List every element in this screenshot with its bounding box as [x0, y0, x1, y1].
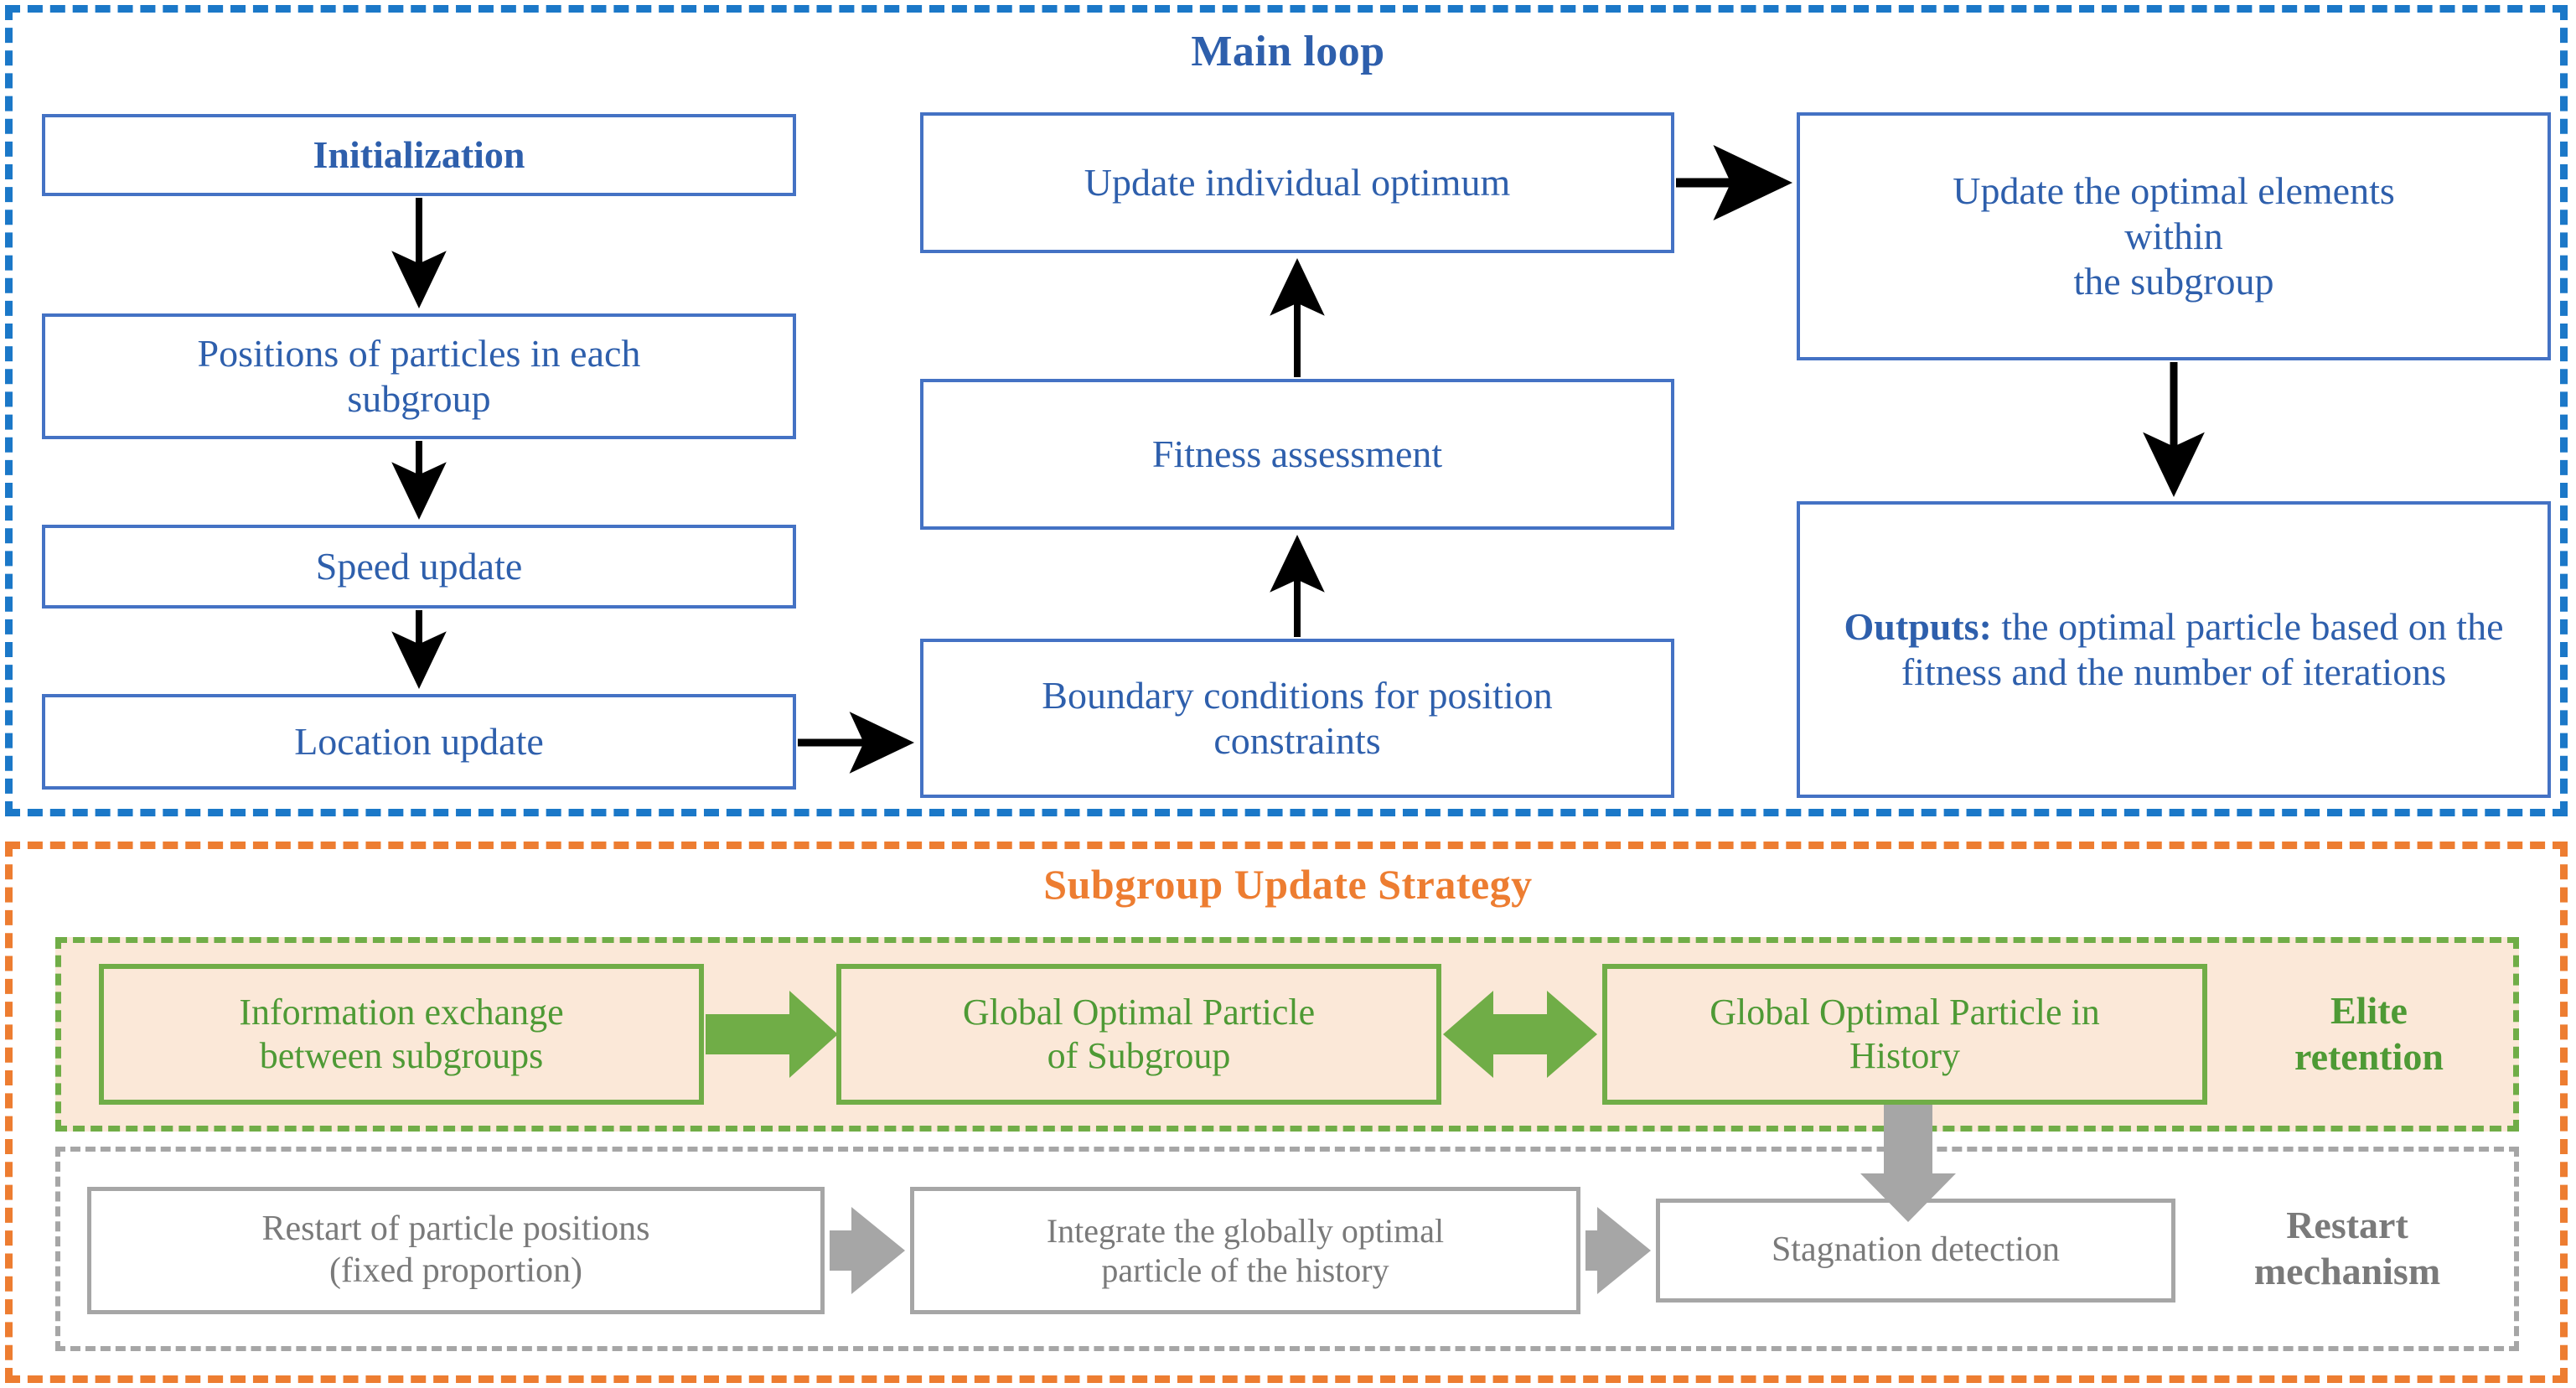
- node-initialization[interactable]: Initialization: [42, 114, 796, 196]
- main-loop-title: Main loop: [1191, 28, 1385, 75]
- node-stagnation-detection[interactable]: Stagnation detection: [1656, 1199, 2175, 1303]
- node-outputs: Outputs: the optimal particle based on t…: [1797, 501, 2551, 798]
- restart-mechanism-label-line1: Restart: [2286, 1204, 2408, 1246]
- node-boundary-conditions[interactable]: Boundary conditions for position constra…: [920, 639, 1674, 798]
- node-integrate-global-particle[interactable]: Integrate the globally optimal particle …: [910, 1187, 1580, 1314]
- outputs-description: the optimal particle based on the fitnes…: [1901, 604, 2504, 693]
- node-update-individual-optimum[interactable]: Update individual optimum: [920, 112, 1674, 253]
- restart-mechanism-label-line2: mechanism: [2253, 1250, 2441, 1293]
- subgroup-strategy-panel: [5, 842, 2568, 1383]
- restart-mechanism-label: Restart mechanism: [2209, 1202, 2485, 1294]
- node-global-optimal-particle-subgroup[interactable]: Global Optimal Particle of Subgroup: [836, 964, 1441, 1105]
- node-location-update[interactable]: Location update: [42, 694, 796, 790]
- elite-retention-label-line1: Elite: [2330, 989, 2408, 1032]
- elite-retention-label-line2: retention: [2294, 1035, 2444, 1079]
- outputs-text: Outputs: the optimal particle based on t…: [1825, 604, 2522, 696]
- subgroup-strategy-title: Subgroup Update Strategy: [1043, 861, 1533, 908]
- node-restart-positions[interactable]: Restart of particle positions (fixed pro…: [87, 1187, 825, 1314]
- node-global-optimal-particle-history[interactable]: Global Optimal Particle in History: [1602, 964, 2207, 1105]
- node-positions[interactable]: Positions of particles in each subgroup: [42, 313, 796, 439]
- node-information-exchange[interactable]: Information exchange between subgroups: [99, 964, 704, 1105]
- outputs-label: Outputs:: [1844, 604, 1992, 648]
- elite-retention-label: Elite retention: [2239, 987, 2499, 1080]
- node-update-optimal-subgroup[interactable]: Update the optimal elements within the s…: [1797, 112, 2551, 360]
- node-speed-update[interactable]: Speed update: [42, 525, 796, 609]
- node-fitness-assessment[interactable]: Fitness assessment: [920, 379, 1674, 530]
- main-loop-panel: [5, 5, 2568, 816]
